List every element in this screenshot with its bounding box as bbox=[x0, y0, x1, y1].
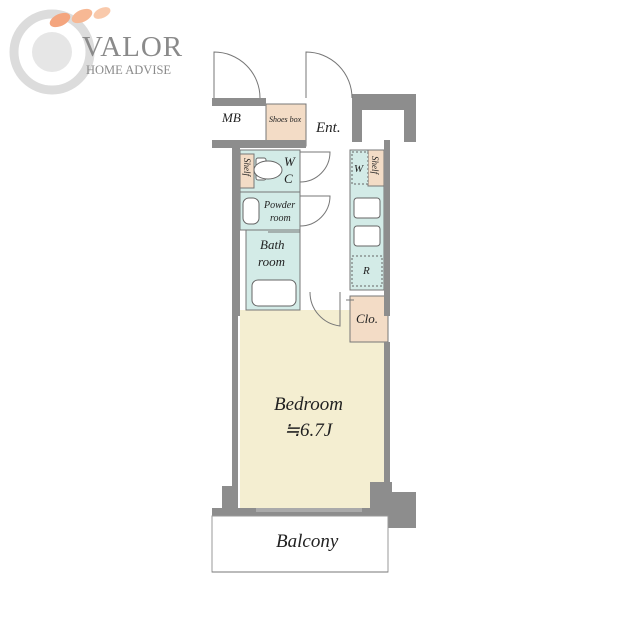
logo-petal-1 bbox=[49, 12, 71, 28]
label-mb: MB bbox=[221, 110, 241, 125]
label-washer: W bbox=[354, 163, 364, 175]
shoes-box bbox=[265, 103, 307, 147]
label-fridge: R bbox=[362, 265, 370, 277]
washer-area bbox=[351, 151, 369, 185]
closet bbox=[349, 295, 389, 343]
logo-ring bbox=[9, 9, 95, 95]
pillar-top-right bbox=[362, 94, 416, 142]
label-shelf-left: Shelf bbox=[242, 158, 252, 177]
label-bath-1: Bath bbox=[260, 237, 285, 252]
fixtures bbox=[242, 151, 383, 307]
fridge-area bbox=[351, 255, 383, 287]
door-swing-left bbox=[213, 51, 261, 99]
label-powder-2: room bbox=[270, 213, 291, 224]
label-bedroom: Bedroom bbox=[274, 394, 343, 415]
stove bbox=[353, 225, 381, 247]
wall-left-upper bbox=[232, 140, 240, 316]
bathtub bbox=[251, 279, 297, 307]
door-swing-bath bbox=[268, 231, 301, 264]
label-bath-2: room bbox=[258, 254, 285, 269]
label-shelf-right: Shelf bbox=[370, 156, 380, 175]
door-swing-wc bbox=[299, 151, 331, 183]
label-balcony: Balcony bbox=[276, 531, 339, 552]
corridor-floor bbox=[300, 150, 350, 310]
wall-entrance-right bbox=[352, 94, 362, 142]
logo-inner-dot bbox=[32, 32, 72, 72]
door-swing-right bbox=[305, 51, 353, 99]
bedroom-floor-top bbox=[240, 310, 348, 322]
powder-sink bbox=[242, 197, 260, 225]
label-closet: Clo. bbox=[356, 311, 378, 326]
toilet-bowl bbox=[253, 160, 283, 180]
wall-left-lower bbox=[232, 310, 238, 516]
logo-brand: VALOR bbox=[82, 31, 183, 63]
label-shoes-box: Shoes box bbox=[269, 115, 302, 124]
logo-tagline: HOME ADVISE bbox=[86, 63, 171, 77]
balcony-floor bbox=[211, 515, 389, 573]
label-powder-1: Powder bbox=[263, 200, 295, 211]
entrance-doors bbox=[213, 51, 354, 327]
wall-entrance-top bbox=[212, 98, 266, 106]
label-bedroom-area: ≒6.7J bbox=[284, 420, 334, 441]
label-entrance: Ent. bbox=[315, 120, 341, 136]
wall-right-lower bbox=[384, 342, 390, 482]
wall-right-upper bbox=[384, 140, 390, 316]
door-swing-powder bbox=[299, 195, 331, 227]
pillar-bottom-left bbox=[222, 486, 234, 516]
bedroom-floor bbox=[240, 310, 384, 510]
wall-ent-corner bbox=[262, 140, 306, 148]
logo-petal-3 bbox=[93, 7, 111, 19]
company-logo: VALOR HOME ADVISE bbox=[9, 7, 183, 95]
logo-petal-2 bbox=[71, 8, 93, 24]
door-swing-bedroom bbox=[309, 291, 341, 327]
kitchen-sink bbox=[353, 197, 381, 219]
wall-mb-divider bbox=[212, 140, 262, 148]
label-wc-c: C bbox=[284, 171, 293, 186]
label-wc-w: W bbox=[284, 154, 296, 169]
